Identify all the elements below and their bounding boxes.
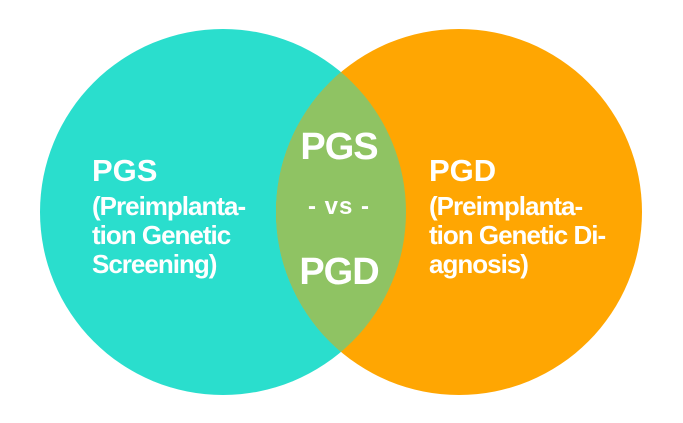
- left-circle-desc-line: Screening): [92, 249, 217, 279]
- overlap-vs-text: - vs -: [307, 193, 371, 220]
- left-circle-desc-line: tion Genetic: [92, 220, 231, 250]
- right-circle-desc-line: tion Genetic Di-: [429, 220, 606, 250]
- right-circle-desc-line: agnosis): [429, 249, 529, 279]
- left-circle-label: PGS (Preimplanta- tion Genetic Screening…: [92, 150, 246, 279]
- overlap-title-bottom: PGD: [299, 251, 379, 293]
- overlap-region: [276, 29, 406, 395]
- overlap-title-top: PGS: [300, 126, 378, 168]
- right-circle-label: PGD (Preimplanta- tion Genetic Di- agnos…: [429, 150, 606, 279]
- right-circle-title: PGD: [429, 153, 497, 188]
- left-circle-title: PGS: [92, 153, 158, 188]
- left-circle-desc-line: (Preimplanta-: [92, 191, 246, 221]
- right-circle-desc-line: (Preimplanta-: [429, 191, 583, 221]
